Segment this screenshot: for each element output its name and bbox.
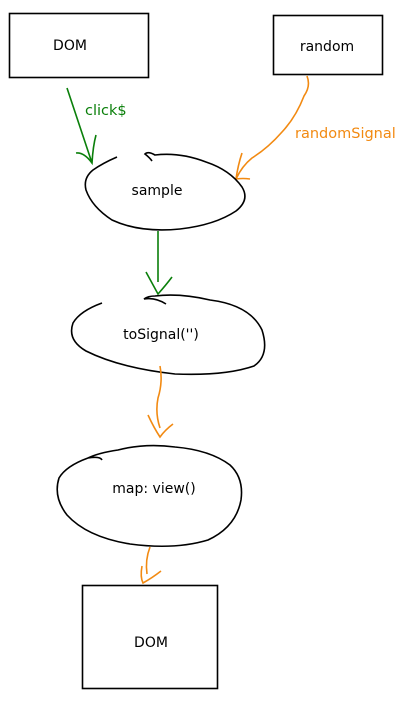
- to-signal-outline: [70, 294, 266, 376]
- map-to-dom-edge: [140, 546, 162, 585]
- map-to-dom-edge-arrowhead: [140, 565, 162, 585]
- to-signal-label: toSignal(''): [123, 327, 199, 343]
- click-edge-arrowhead: [75, 134, 97, 166]
- random-signal-edge-line: [235, 75, 310, 180]
- click-edge-label: click$: [85, 103, 127, 119]
- dom-sink-label: DOM: [134, 635, 168, 651]
- click-edge-line: [66, 87, 93, 164]
- signal-to-map-edge-arrowhead: [147, 414, 174, 439]
- signal-to-map-edge: [147, 365, 174, 439]
- map-view-outline: [56, 444, 243, 548]
- map-view-node: map: view(): [56, 444, 243, 548]
- click-edge: click$: [66, 87, 127, 166]
- dom-source-label: DOM: [53, 38, 87, 54]
- random-signal-edge-label: randomSignal: [295, 126, 396, 142]
- sample-to-signal-edge: [145, 231, 173, 296]
- random-source-box: [272, 14, 384, 76]
- random-signal-edge: randomSignal: [235, 75, 396, 180]
- random-source-label: random: [300, 39, 354, 55]
- sample-to-signal-edge-arrowhead: [145, 271, 173, 296]
- sample-label: sample: [132, 183, 183, 199]
- dom-source-node: DOM: [8, 12, 150, 79]
- signal-to-map-edge-line: [156, 365, 162, 429]
- dom-sink-box: [81, 584, 219, 690]
- map-view-label: map: view(): [112, 481, 195, 497]
- dom-source-box: [8, 12, 150, 79]
- to-signal-node: toSignal(''): [70, 294, 266, 376]
- sample-outline: [84, 151, 246, 231]
- dom-sink-node: DOM: [81, 584, 219, 690]
- sample-node: sample: [84, 151, 246, 231]
- map-to-dom-edge-line: [145, 546, 151, 575]
- random-source-node: random: [272, 14, 384, 76]
